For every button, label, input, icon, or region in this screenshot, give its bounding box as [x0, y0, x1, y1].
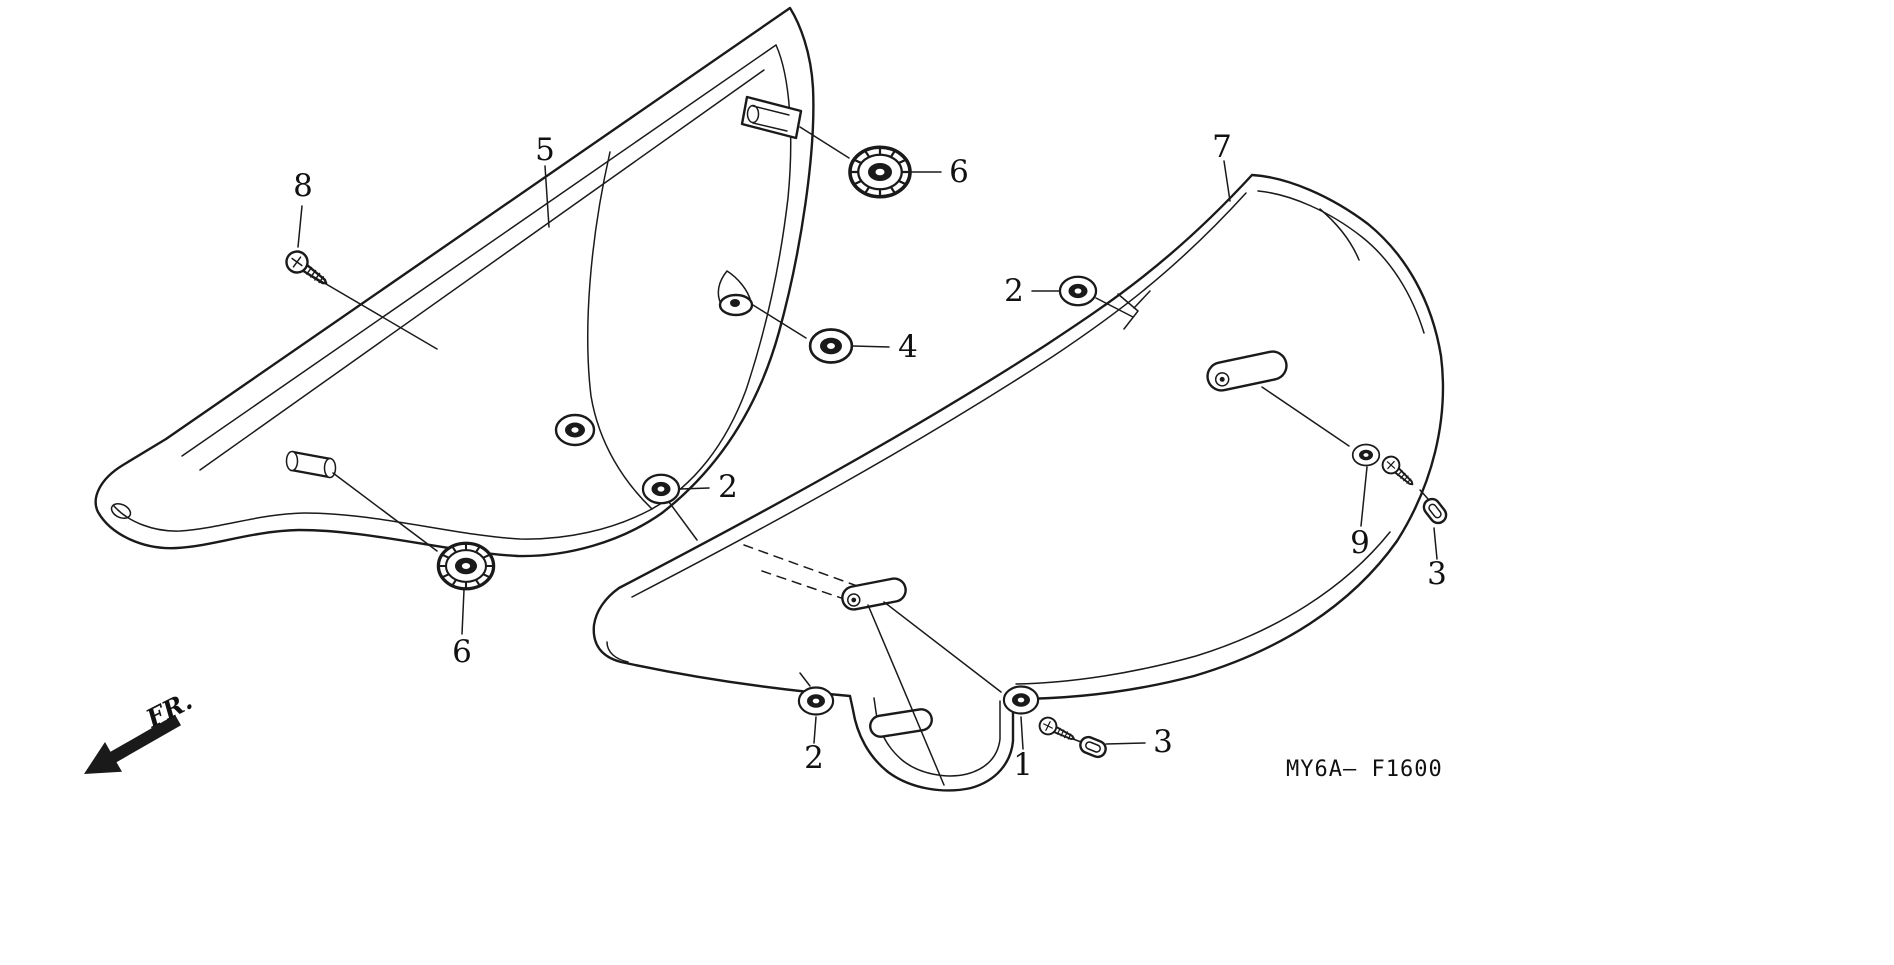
left-cover-rim-line-1 — [181, 44, 777, 457]
right-cover-corner-rim — [606, 641, 629, 663]
mount-slot-lower — [841, 577, 907, 611]
callout-3-right: 3 — [1427, 556, 1447, 592]
left-cover-inner-rim — [113, 44, 792, 540]
right-side-cover — [592, 173, 1445, 792]
diagram-code: MY6A— F1600 — [1286, 757, 1443, 782]
mounting-boss — [717, 270, 754, 317]
callout-7: 7 — [1212, 129, 1232, 165]
hidden-edge-dashed-1 — [743, 544, 861, 588]
fr-arrow-icon — [84, 714, 181, 774]
right-cover-bottom-rim — [1015, 531, 1391, 685]
callout-3-bottom: 3 — [1153, 724, 1173, 760]
hook-3-bottom — [1076, 733, 1110, 761]
surface-curvature-line — [1319, 208, 1360, 261]
grommet-2-mid — [641, 473, 681, 505]
callout-2-mid: 2 — [718, 469, 738, 505]
callout-5: 5 — [535, 132, 555, 168]
left-side-cover — [94, 6, 815, 558]
grommet-6-bottom — [436, 541, 496, 591]
grommet-6-top — [848, 145, 912, 199]
grommet-4 — [808, 328, 854, 364]
screw-3-bottom — [1035, 713, 1079, 748]
callout-6-top: 6 — [949, 154, 969, 190]
left-cover-nose-detail — [110, 502, 132, 520]
mounting-tab — [740, 95, 803, 140]
washer-9 — [1351, 443, 1381, 467]
hook-3-right — [1419, 494, 1451, 528]
hidden-edge-dashed-2 — [761, 570, 851, 602]
front-direction-indicator: FR. — [84, 686, 197, 774]
callout-2-bottom: 2 — [804, 740, 824, 776]
bracket-slot — [869, 708, 933, 738]
mount-slot-upper — [1206, 350, 1288, 392]
callout-2-top: 2 — [1004, 273, 1024, 309]
callout-1: 1 — [1013, 747, 1033, 783]
panel-grommet-hole — [554, 413, 596, 447]
callout-8: 8 — [293, 168, 313, 204]
callout-9: 9 — [1350, 525, 1370, 561]
left-cover-outline — [94, 6, 815, 558]
callout-4: 4 — [898, 329, 918, 365]
rim-notch-step — [1117, 290, 1151, 330]
screw-8 — [281, 246, 334, 293]
left-cover-rim-line-2 — [199, 69, 765, 471]
grommet-2-top — [1058, 275, 1098, 307]
grommet-1 — [1002, 685, 1040, 715]
callout-6-bottom: 6 — [452, 634, 472, 670]
right-cover-outline — [592, 173, 1445, 792]
left-cover-fold-line — [587, 151, 653, 510]
right-cover-diagonal-rim — [631, 192, 1247, 598]
grommet-2-bottom — [797, 686, 835, 716]
leader-lines — [297, 126, 1438, 786]
right-cover-top-rim — [1257, 190, 1425, 334]
